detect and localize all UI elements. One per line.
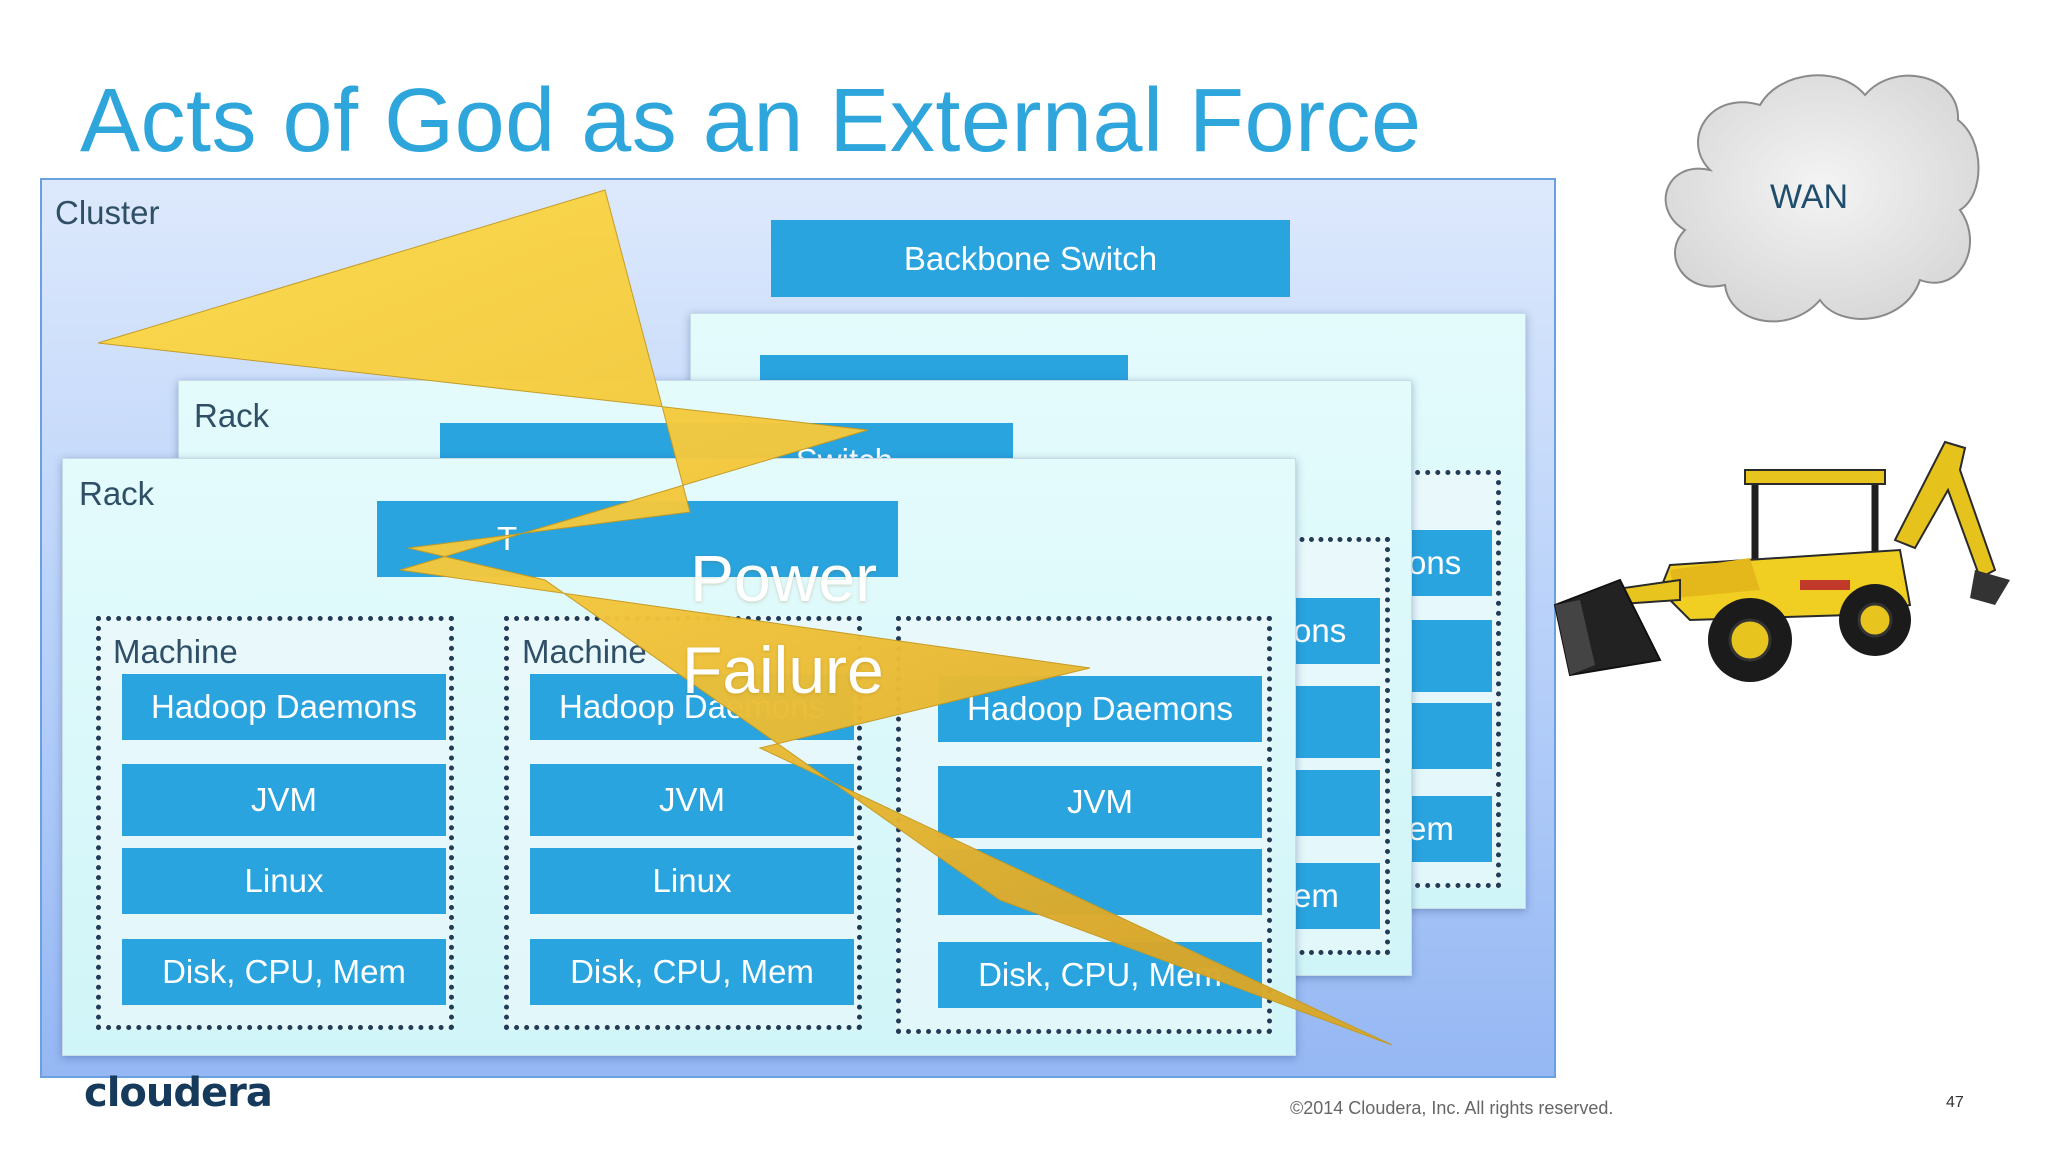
rack-back-1-switch bbox=[760, 355, 1128, 381]
linux-layer: Linux bbox=[530, 848, 854, 914]
slide-title: Acts of God as an External Force bbox=[80, 71, 1422, 171]
rack-back-1-disk: em bbox=[1400, 796, 1492, 862]
wan-label: WAN bbox=[1770, 178, 1849, 216]
disk-cpu-mem-layer: Disk, CPU, Mem bbox=[122, 939, 446, 1005]
bolt-text-line1: Power bbox=[690, 541, 878, 615]
rack-back-1-daemons: ons bbox=[1400, 530, 1492, 596]
copyright-text: ©2014 Cloudera, Inc. All rights reserved… bbox=[1290, 1098, 1614, 1118]
rack-back-1-jvm bbox=[1400, 620, 1492, 692]
rack-back-2-jvm bbox=[1285, 686, 1380, 758]
rack-back-2-label: Rack bbox=[194, 397, 270, 434]
rack-back-2-disk: em bbox=[1285, 863, 1380, 929]
page-number: 47 bbox=[1946, 1094, 1964, 1111]
cluster-label: Cluster bbox=[55, 194, 160, 231]
cloudera-logo: cloudera bbox=[84, 1070, 273, 1116]
linux-layer: Linux bbox=[122, 848, 446, 914]
backhoe-loader-image bbox=[1553, 440, 2010, 682]
jvm-layer: JVM bbox=[122, 764, 446, 836]
rack-back-2-linux bbox=[1285, 770, 1380, 836]
machine-label: Machine bbox=[522, 633, 647, 670]
jvm-layer: JVM bbox=[530, 764, 854, 836]
cloud-icon bbox=[1664, 74, 1980, 323]
rack-back-1-linux bbox=[1400, 703, 1492, 769]
machine-label: Machine bbox=[113, 633, 238, 670]
hadoop-daemons-layer: Hadoop Daemons bbox=[122, 674, 446, 740]
bolt-text-line2: Failure bbox=[682, 633, 884, 707]
rack-back-2-daemons: ons bbox=[1285, 598, 1380, 664]
jvm-layer: JVM bbox=[938, 766, 1262, 838]
hadoop-daemons-layer: Hadoop Daemons bbox=[938, 676, 1262, 742]
rack-front-label: Rack bbox=[79, 475, 155, 512]
disk-cpu-mem-layer: Disk, CPU, Mem bbox=[530, 939, 854, 1005]
backbone-switch: Backbone Switch bbox=[771, 220, 1290, 297]
